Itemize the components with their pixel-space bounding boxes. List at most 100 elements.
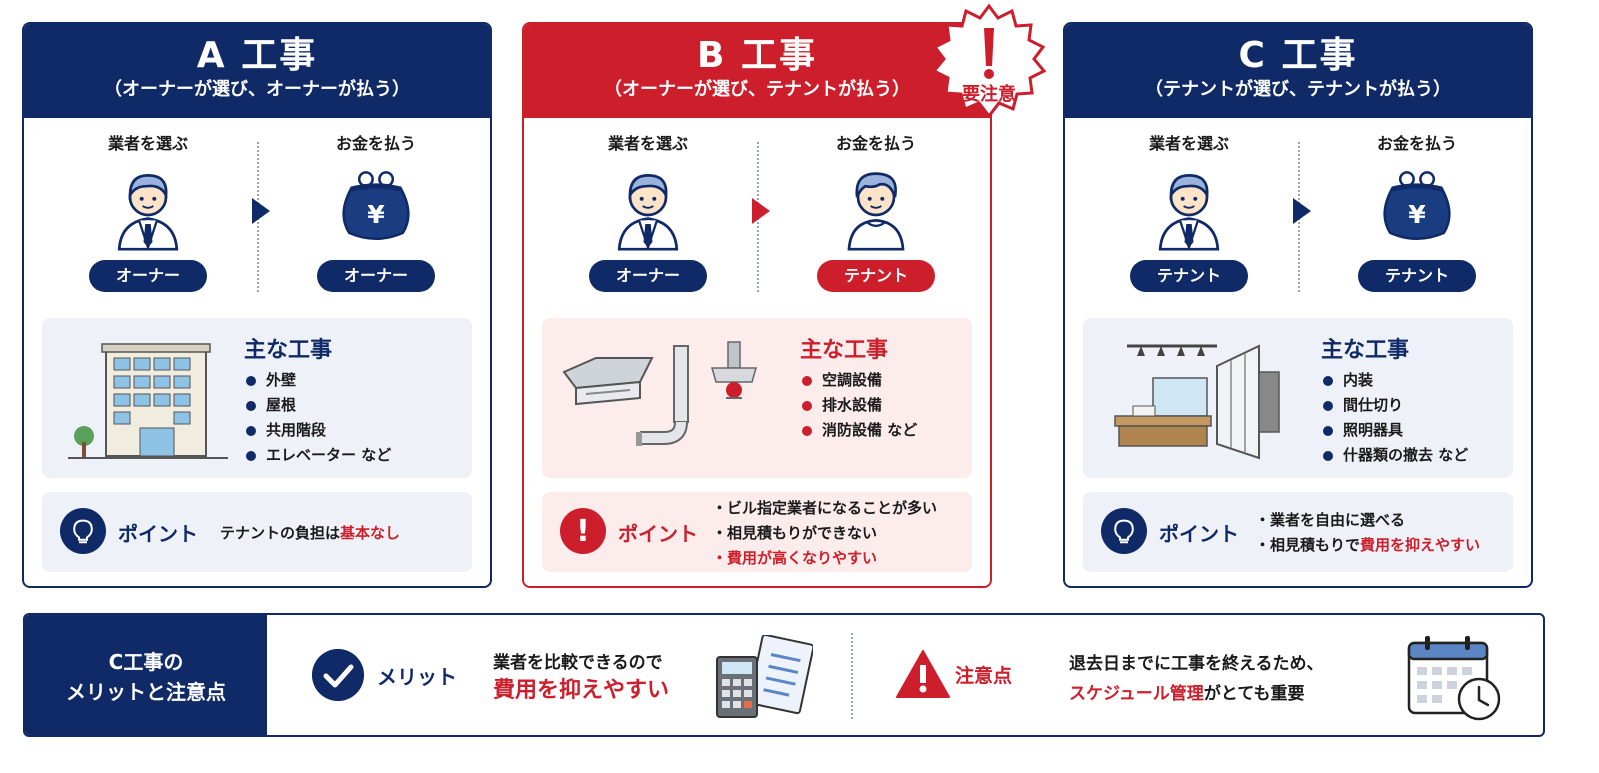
casual-person-icon [831, 161, 921, 251]
caution-label: 注意点 [955, 665, 1013, 687]
works-list: 外壁 屋根 共用階段 エレベーター など [244, 368, 391, 468]
list-item: 排水設備 [800, 393, 917, 418]
point-line: ・ビル指定業者になることが多い [712, 499, 938, 517]
sprinkler-icon [711, 341, 757, 399]
list-item: 外壁 [244, 368, 391, 393]
chooser-column: 業者を選ぶ オーナー [568, 132, 728, 292]
check-icon [312, 649, 364, 701]
list-item: 照明器具 [1321, 418, 1468, 443]
list-item: 空調設備 [800, 368, 917, 393]
pay-label: お金を払う [335, 134, 416, 153]
caution-line: スケジュール管理がとても重要 [1069, 684, 1305, 704]
merit-highlight: 費用を抑えやすい [493, 678, 670, 703]
panel-c-flow: 業者を選ぶ テナント お金を払う テナント [1065, 118, 1531, 314]
businessman-icon [103, 161, 193, 251]
list-item: 消防設備 など [800, 418, 917, 443]
works-list: 空調設備 排水設備 消防設備 など [800, 368, 917, 443]
point-lines: ・業者を自由に選べる ・相見積もりで費用を抑えやすい [1255, 508, 1480, 558]
bottom-title-line: C工事の [108, 650, 184, 674]
panel-b-title: B 工事 [697, 35, 817, 76]
caution-burst-badge: 要注意 [931, 3, 1047, 119]
caution-text: 退去日までに工事を終えるため、 スケジュール管理がとても重要 [1069, 649, 1324, 709]
point-text: テナントの負担は基本なし [220, 524, 401, 542]
main-works-box: 主な工事 外壁 屋根 共用階段 エレベーター など [42, 318, 472, 478]
calendar-clock-icon [1407, 636, 1501, 721]
warning-triangle-icon [896, 650, 950, 698]
caution-highlight: スケジュール管理 [1069, 684, 1204, 704]
young-businessman-icon [1144, 161, 1234, 251]
yen-purse-icon [1375, 164, 1459, 248]
point-label: ポイント [1159, 522, 1239, 546]
panel-c-title: C 工事 [1238, 35, 1358, 76]
bottom-title: C工事の メリットと注意点 [25, 615, 267, 735]
chooser-badge: テナント [1130, 260, 1248, 292]
lightbulb-icon [60, 508, 106, 554]
pay-label: お金を払う [835, 134, 916, 153]
point-box: ! ポイント ・ビル指定業者になることが多い ・相見積もりができない ・費用が高… [542, 492, 972, 572]
list-item: 間仕切り [1321, 393, 1468, 418]
panel-a-title: A 工事 [196, 35, 318, 76]
point-line: ・費用が高くなりやすい [712, 549, 878, 567]
point-highlight: 費用を抑えやすい [1360, 536, 1481, 554]
list-item: 共用階段 [244, 418, 391, 443]
payer-badge: テナント [817, 260, 935, 292]
payer-column: お金を払う オーナー [296, 132, 456, 292]
works-title: 主な工事 [1321, 338, 1410, 363]
interior-partition-icon [1114, 344, 1280, 460]
ceiling-aircon-icon [562, 341, 757, 446]
point-label: ポイント [618, 522, 698, 546]
bottom-divider [851, 633, 853, 719]
panel-a-flow: 業者を選ぶ オーナー お金を払う オーナー [24, 118, 490, 314]
arrow-right-icon [752, 198, 770, 224]
choose-label: 業者を選ぶ [107, 134, 188, 153]
businessman-icon [603, 161, 693, 251]
panel-a-subtitle: （オーナーが選び、オーナーが払う） [104, 79, 410, 100]
exclamation-icon: ! [560, 508, 606, 554]
list-item: エレベーター など [244, 443, 391, 468]
merit-label: メリット [377, 665, 457, 689]
pay-label: お金を払う [1376, 134, 1457, 153]
panel-b-works: B 工事 （オーナーが選び、テナントが払う） 業者を選ぶ オーナー お金を払う … [522, 22, 992, 588]
caution-badge-text: 要注意 [962, 83, 1016, 105]
list-item: 屋根 [244, 393, 391, 418]
arrow-right-icon [252, 198, 270, 224]
panel-b-subtitle: （オーナーが選び、テナントが払う） [604, 79, 910, 100]
chooser-column: 業者を選ぶ オーナー [68, 132, 228, 292]
point-line: ・業者を自由に選べる [1255, 511, 1406, 529]
payer-column: お金を払う テナント [796, 132, 956, 292]
payer-column: お金を払う テナント [1337, 132, 1497, 292]
point-box: ポイント ・業者を自由に選べる ・相見積もりで費用を抑えやすい [1083, 492, 1513, 572]
point-label: ポイント [118, 522, 198, 546]
point-lines: ・ビル指定業者になることが多い ・相見積もりができない ・費用が高くなりやすい [712, 496, 937, 571]
calculator-clipboard-icon [716, 635, 813, 718]
choose-label: 業者を選ぶ [607, 134, 688, 153]
point-line: ・相見積もりで費用を抑えやすい [1255, 536, 1481, 554]
panel-a-header: A 工事 （オーナーが選び、オーナーが払う） [24, 24, 490, 118]
main-works-box: 主な工事 内装 間仕切り 照明器具 什器類の撤去 など [1083, 318, 1513, 478]
c-works-merit-caution-bar: C工事の メリットと注意点 メリット 業者を比較できるので 費用を抑えやすい 注… [23, 613, 1545, 737]
payer-badge: テナント [1358, 260, 1476, 292]
point-highlight: 基本なし [340, 524, 401, 542]
payer-badge: オーナー [317, 260, 435, 292]
office-building-icon [68, 343, 228, 459]
point-box: ポイント テナントの負担は基本なし [42, 492, 472, 572]
works-list: 内装 間仕切り 照明器具 什器類の撤去 など [1321, 368, 1468, 468]
list-item: 内装 [1321, 368, 1468, 393]
panel-b-flow: 業者を選ぶ オーナー お金を払う テナント [524, 118, 990, 314]
bottom-title-line: メリットと注意点 [66, 680, 226, 704]
panel-c-subtitle: （テナントが選び、テナントが払う） [1145, 79, 1451, 100]
merit-line: 業者を比較できるので [493, 653, 663, 673]
list-item: 什器類の撤去 など [1321, 443, 1468, 468]
works-title: 主な工事 [800, 338, 889, 363]
panel-c-works: C 工事 （テナントが選び、テナントが払う） 業者を選ぶ テナント お金を払う … [1063, 22, 1533, 588]
chooser-badge: オーナー [589, 260, 707, 292]
chooser-badge: オーナー [89, 260, 207, 292]
panel-a-works: A 工事 （オーナーが選び、オーナーが払う） 業者を選ぶ オーナー お金を払う … [22, 22, 492, 588]
works-title: 主な工事 [244, 338, 333, 363]
panel-b-header: B 工事 （オーナーが選び、テナントが払う） [524, 24, 990, 118]
exclamation-icon [984, 28, 994, 66]
merit-text: 業者を比較できるので 費用を抑えやすい [493, 649, 669, 705]
panel-c-header: C 工事 （テナントが選び、テナントが払う） [1065, 24, 1531, 118]
main-works-box: 主な工事 空調設備 排水設備 消防設備 など [542, 318, 972, 478]
caution-line: 退去日までに工事を終えるため、 [1069, 654, 1324, 674]
